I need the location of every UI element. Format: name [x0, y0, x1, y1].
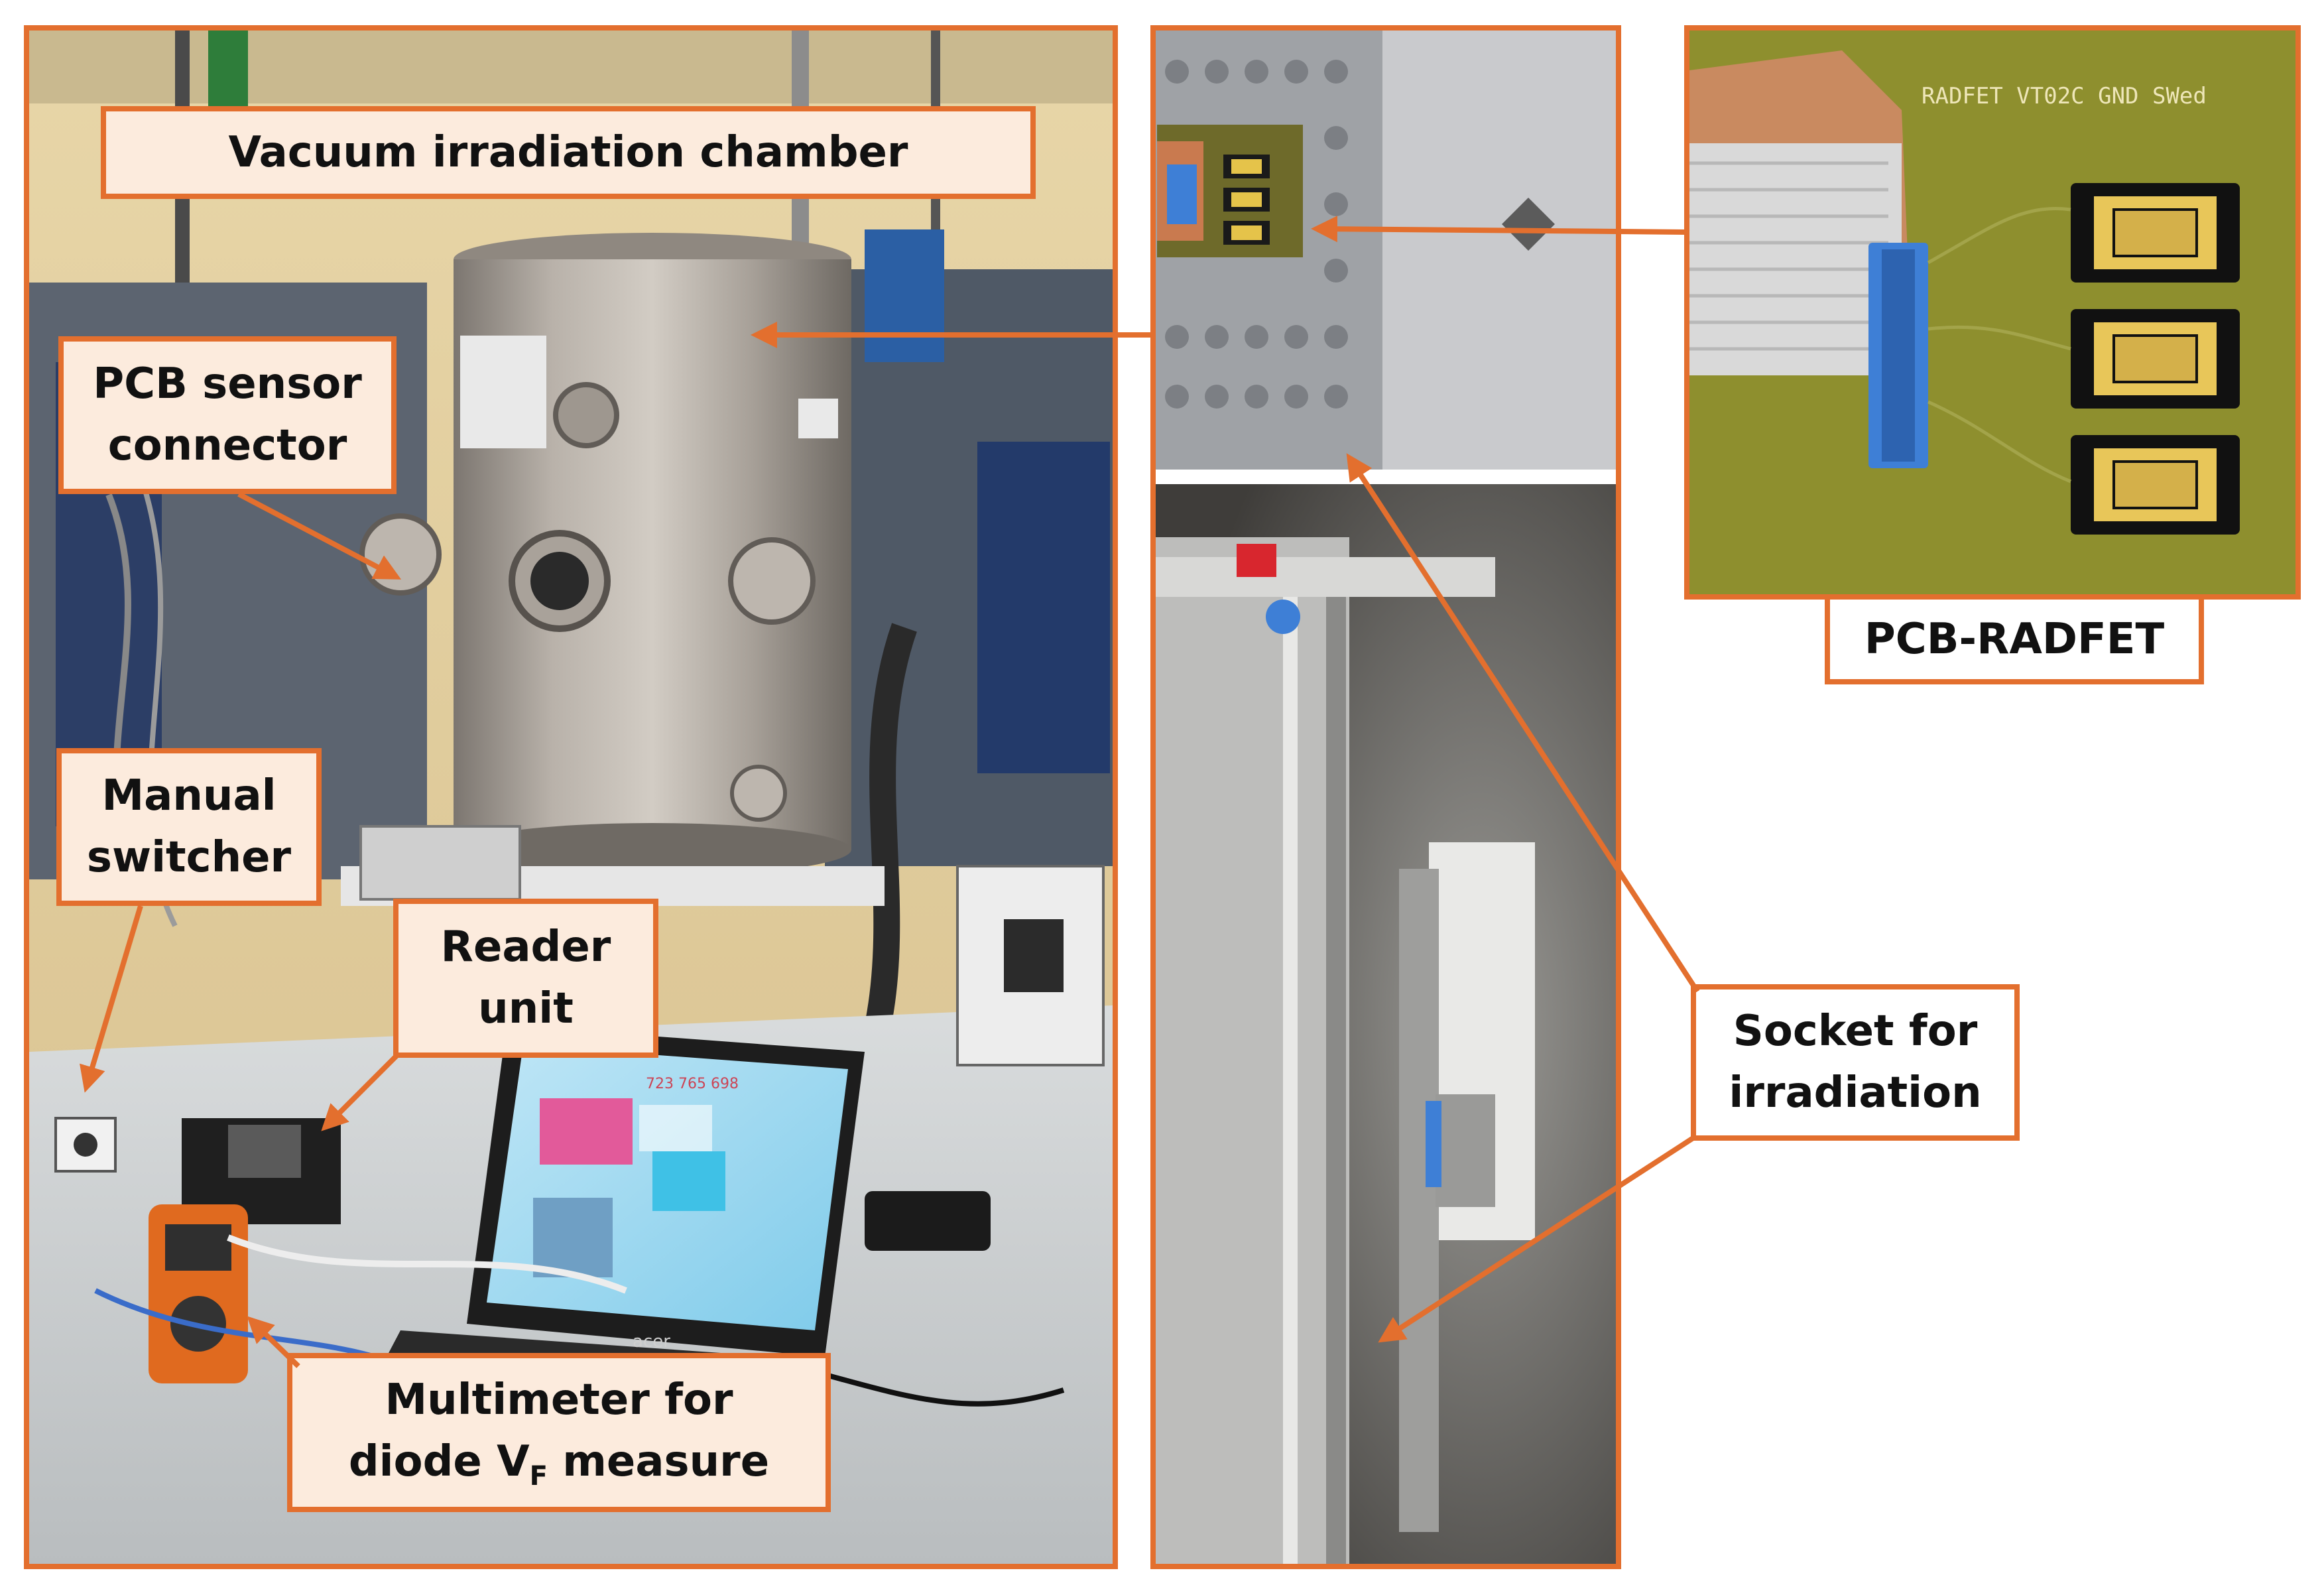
label-vacuum-chamber-text: Vacuum irradiation chamber — [228, 127, 908, 177]
label-multimeter-line1: Multimeter for — [385, 1375, 733, 1425]
label-multimeter: Multimeter for diode VF measure — [287, 1353, 831, 1512]
label-reader-line1: Reader — [440, 923, 611, 972]
chamber-interior-image — [1150, 484, 1621, 1569]
label-pcb-radfet-text: PCB-RADFET — [1864, 614, 2165, 664]
label-multimeter-vf-pre: diode V — [348, 1437, 530, 1486]
pcb-radfet-image: RADFET VT02C GND SWed — [1689, 31, 2295, 594]
label-pcb-radfet: PCB-RADFET — [1825, 594, 2204, 684]
laptop-screen-number: 723 765 698 — [646, 1076, 739, 1092]
laptop-brand: acer — [633, 1332, 670, 1352]
label-manual-switcher: Manual switcher — [56, 748, 322, 906]
label-pcb-sensor-connector: PCB sensor connector — [58, 336, 397, 494]
label-multimeter-vf-sub: F — [529, 1460, 548, 1492]
pcb-radfet-photo: RADFET VT02C GND SWed — [1684, 25, 2301, 600]
label-socket-line2: irradiation — [1729, 1068, 1982, 1117]
label-socket-line1: Socket for — [1733, 1007, 1978, 1056]
chamber-interior-photo — [1150, 484, 1621, 1569]
label-pcb-sensor-line2: connector — [107, 421, 347, 470]
label-manual-line2: switcher — [86, 833, 292, 882]
label-multimeter-line2: diode VF measure — [349, 1431, 769, 1496]
label-vacuum-chamber: Vacuum irradiation chamber — [101, 106, 1036, 199]
socket-plate-photo — [1150, 25, 1621, 470]
socket-plate-image — [1150, 25, 1621, 470]
pcb-silkscreen-text: RADFET VT02C GND SWed — [1922, 83, 2207, 109]
label-reader-line2: unit — [478, 984, 574, 1033]
label-manual-line1: Manual — [101, 771, 276, 821]
label-pcb-sensor-line1: PCB sensor — [93, 359, 362, 409]
label-socket-irradiation: Socket for irradiation — [1691, 984, 2020, 1141]
label-reader-unit: Reader unit — [393, 899, 658, 1058]
label-multimeter-vf-post: measure — [547, 1437, 770, 1486]
